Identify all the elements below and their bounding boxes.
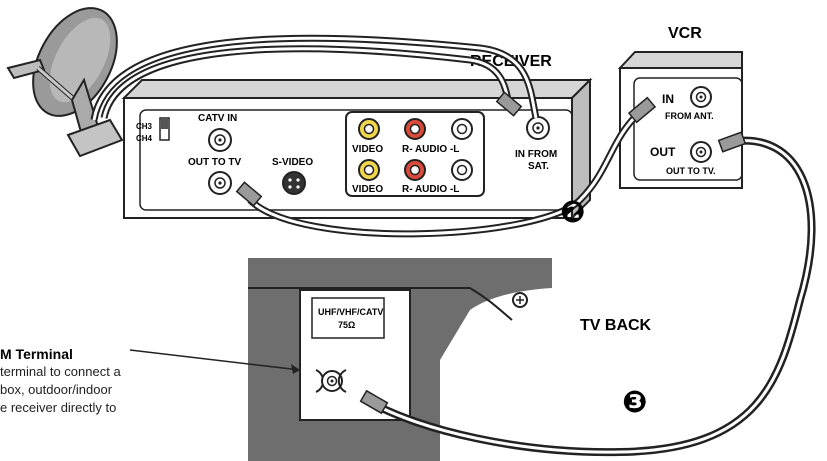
catv-in-jack[interactable] [208, 128, 232, 152]
coax-cable-vcr-to-tv [359, 131, 816, 457]
out-to-tv-label: OUT TO TV [188, 157, 241, 168]
vcr-out-label: OUT [650, 145, 676, 159]
out-to-tv-jack[interactable] [208, 171, 232, 195]
video-label-2: VIDEO [352, 184, 383, 195]
audio-l-jack-1[interactable] [451, 118, 473, 140]
receiver-unit [121, 77, 593, 221]
ch3-label: CH3 [136, 122, 153, 131]
vcr-from-ant-label: FROM ANT. [665, 111, 714, 121]
audio-label-1: R- AUDIO -L [402, 144, 459, 155]
ch4-label: CH4 [136, 134, 153, 143]
callout-line-1: terminal to connect a [0, 364, 121, 379]
vcr-out-to-tv-label: OUT TO TV. [666, 166, 716, 176]
vcr-in-label: IN [662, 92, 674, 106]
in-from-sat-label-line1: IN FROM [515, 149, 557, 160]
catv-in-label: CATV IN [198, 113, 237, 124]
tv-rf-input-jack[interactable] [315, 369, 347, 393]
satellite-dish-icon [6, 7, 124, 158]
vcr-out-jack[interactable] [690, 141, 712, 163]
step-3-badge: ❸ [622, 386, 647, 419]
video-jack-2[interactable] [358, 159, 380, 181]
callout-title: M Terminal [0, 346, 73, 362]
impedance-label: 75Ω [338, 320, 355, 330]
audio-r-jack-2[interactable] [404, 159, 426, 181]
video-label-1: VIDEO [352, 144, 383, 155]
callout-line-3: e receiver directly to [0, 400, 117, 415]
coax-cable-receiver-to-vcr [235, 96, 657, 238]
callout-line-2: box, outdoor/indoor [0, 382, 113, 397]
step-2-badge: ❷ [560, 196, 585, 229]
callout-leader-line [129, 349, 301, 371]
audio-label-2: R- AUDIO -L [402, 184, 459, 195]
s-video-label: S-VIDEO [272, 157, 313, 168]
tv-back-panel [248, 258, 552, 461]
audio-r-jack-1[interactable] [404, 118, 426, 140]
vcr-unit [617, 51, 743, 189]
s-video-jack[interactable] [282, 171, 306, 195]
video-jack-1[interactable] [358, 118, 380, 140]
terminal-callout: M Terminal terminal to connect a box, ou… [0, 345, 200, 417]
vcr-label: VCR [668, 25, 702, 42]
vcr-in-jack[interactable] [690, 86, 712, 108]
coax-cable-dish-to-receiver [90, 34, 540, 121]
audio-l-jack-2[interactable] [451, 159, 473, 181]
uhf-vhf-label: UHF/VHF/CATV [318, 307, 383, 317]
in-from-sat-label-line2: SAT. [528, 161, 549, 172]
callout-arrowhead-icon [291, 364, 300, 374]
in-from-sat-jack[interactable] [526, 116, 550, 140]
tv-back-label: TV BACK [580, 317, 652, 334]
